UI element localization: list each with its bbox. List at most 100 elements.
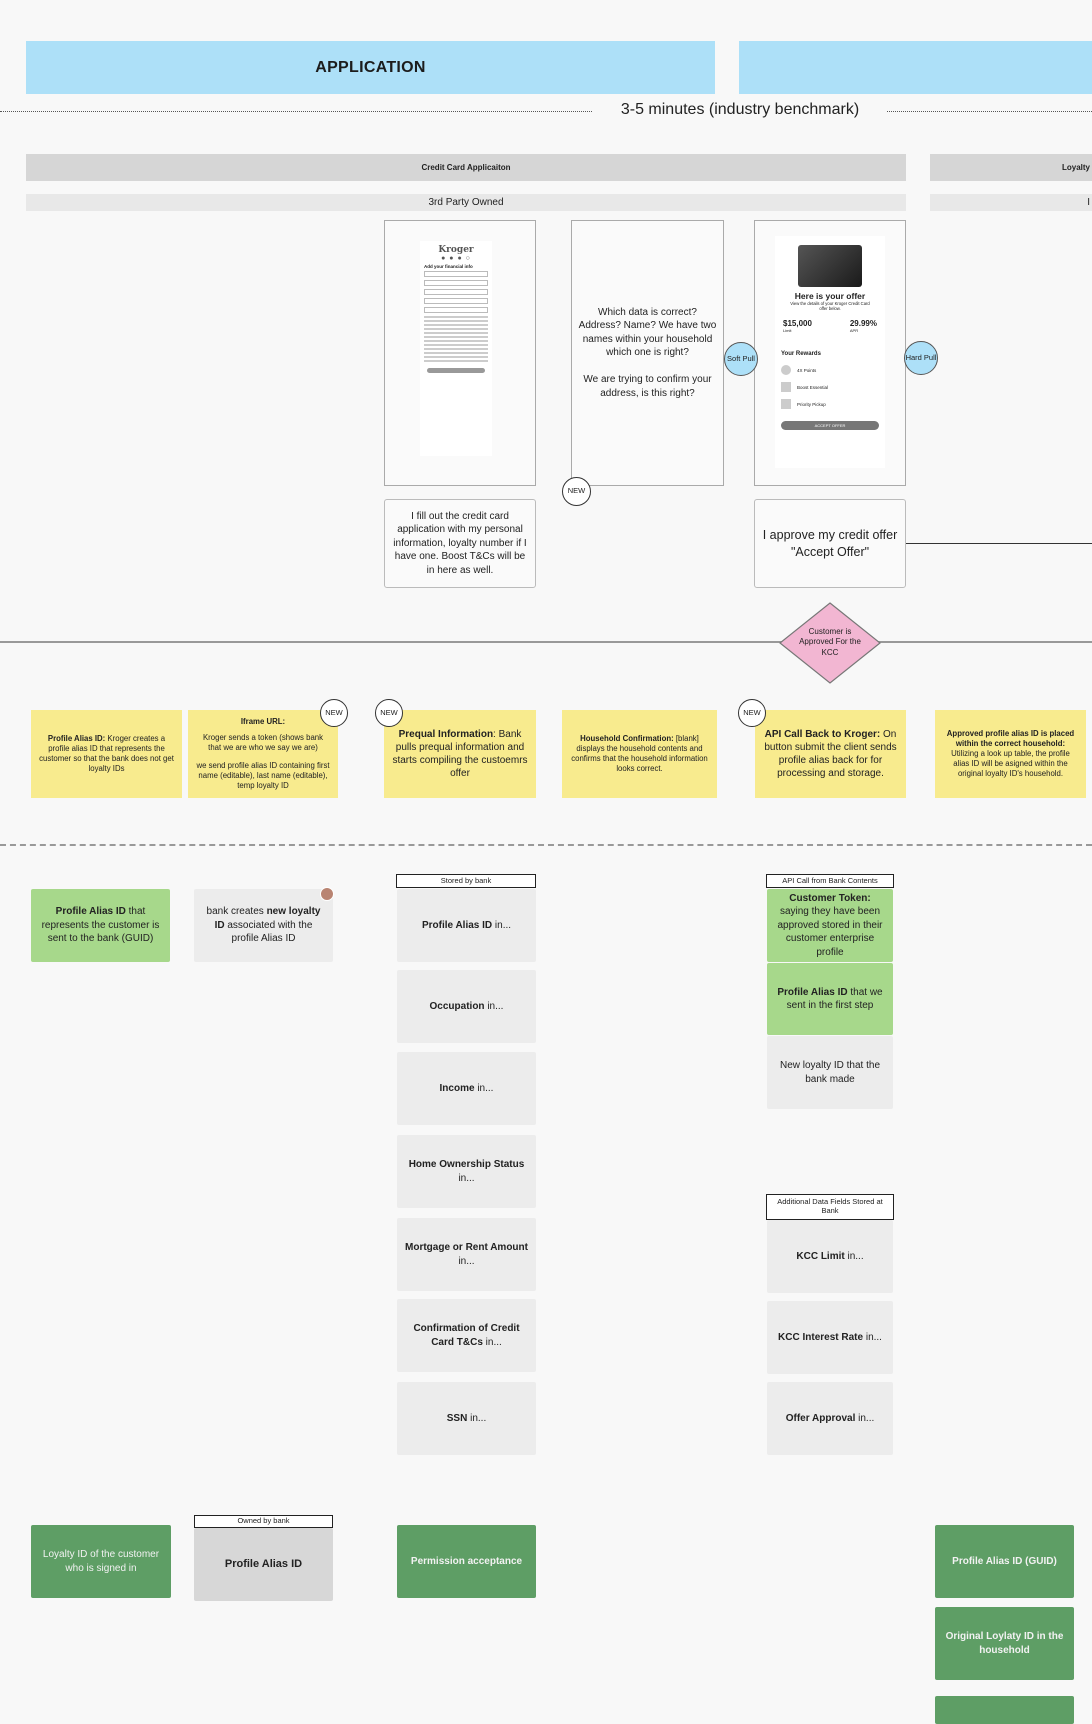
decision-label: Customer is Approved For the KCC xyxy=(799,627,861,657)
apr-label: APR xyxy=(849,328,859,333)
card-text: saying they have been approved stored in… xyxy=(777,906,883,958)
stored-item-card: Profile Alias ID in... xyxy=(397,889,536,962)
card-text: in... xyxy=(855,1412,875,1424)
card-title: SSN xyxy=(446,1412,468,1424)
sticky-title: Profile Alias ID: xyxy=(47,733,106,743)
profile-alias-owned-card: Profile Alias ID xyxy=(194,1528,333,1601)
kroger-logo: Kroger xyxy=(438,245,474,255)
additional-fields-tag: Additional Data Fields Stored at Bank xyxy=(766,1194,894,1220)
sticky-household-confirmation: Household Confirmation: [blank] displays… xyxy=(562,710,717,798)
form-field xyxy=(424,271,488,277)
decision-diamond-shape xyxy=(779,602,881,684)
stored-item-card: Income in... xyxy=(397,1052,536,1125)
card-text: in... xyxy=(458,1172,475,1184)
form-field xyxy=(424,307,488,313)
new-badge: NEW xyxy=(738,699,766,727)
reward-row: Boost Essential xyxy=(781,382,879,392)
new-loyalty-card: New loyalty ID that the bank made xyxy=(767,1036,893,1109)
sticky-text: Utilizing a look up table, the profile a… xyxy=(951,748,1070,779)
connector-line xyxy=(906,543,1092,544)
reward-label: Priority Pickup xyxy=(797,401,826,407)
sticky-approved-alias: Approved profile alias ID is placed with… xyxy=(935,710,1086,798)
card-title: KCC Limit xyxy=(796,1250,845,1262)
sticky-text: [blank] displays the household contents … xyxy=(571,733,708,774)
additional-item-card: KCC Limit in... xyxy=(767,1220,893,1293)
offer-screen: Here is your offer View the details of y… xyxy=(754,220,906,486)
form-text-line xyxy=(424,328,488,330)
form-text-line xyxy=(424,360,488,362)
card-title: Profile Alias ID xyxy=(777,986,848,998)
sticky-title: Prequal Information xyxy=(398,729,494,740)
offer-limit: $15,000 xyxy=(783,319,812,328)
offer-subtitle: View the details of your Kroger Credit C… xyxy=(790,301,870,311)
step-dots: ● ● ● ○ xyxy=(441,255,471,262)
card-text: in... xyxy=(492,919,512,931)
form-text-line xyxy=(424,356,488,358)
profile-alias-step-card: Profile Alias ID that we sent in the fir… xyxy=(767,963,893,1035)
fill-application-note: I fill out the credit card application w… xyxy=(384,499,536,588)
form-text-line xyxy=(424,332,488,334)
card-title: new loyalty ID xyxy=(214,906,321,931)
reward-label: 4X Points xyxy=(797,367,817,373)
household-question-screen: Which data is correct? Address? Name? We… xyxy=(571,220,724,486)
sticky-api-callback: API Call Back to Kroger: On button submi… xyxy=(755,710,906,798)
rewards-title: Your Rewards xyxy=(781,351,821,357)
additional-item-card: KCC Interest Rate in... xyxy=(767,1301,893,1374)
form-text-line xyxy=(424,320,488,322)
stored-by-bank-tag: Stored by bank xyxy=(396,874,536,888)
card-text: bank creates xyxy=(206,906,267,918)
sticky-iframe-url: Iframe URL: Kroger sends a token (shows … xyxy=(188,710,338,798)
sticky-title: Iframe URL: xyxy=(240,716,286,726)
new-badge: NEW xyxy=(562,477,591,506)
profile-guid-card: Profile Alias ID (GUID) xyxy=(935,1525,1074,1598)
card-text: in... xyxy=(467,1412,487,1424)
benchmark-label: 3-5 minutes (industry benchmark) xyxy=(620,101,860,118)
sticky-title: API Call Back to Kroger: xyxy=(764,729,881,740)
sticky-text: Kroger sends a token (shows bank that we… xyxy=(202,732,324,752)
sticky-prequal: Prequal Information: Bank pulls prequal … xyxy=(384,710,536,798)
comment-marker xyxy=(320,887,334,901)
benchmark-line-left xyxy=(0,111,592,112)
card-text: associated with the profile Alias ID xyxy=(224,919,313,945)
form-field xyxy=(424,280,488,286)
card-title: Home Ownership Status xyxy=(408,1159,525,1170)
owned-by-bank-tag: Owned by bank xyxy=(194,1515,333,1528)
card-title: Offer Approval xyxy=(785,1412,856,1424)
form-text-line xyxy=(424,340,488,342)
dashed-divider xyxy=(0,844,1092,846)
new-badge: NEW xyxy=(375,699,403,727)
decision-diamond xyxy=(779,602,881,684)
sticky-text: we send profile alias ID containing firs… xyxy=(196,761,330,791)
card-text: in... xyxy=(482,1336,502,1348)
offer-apr: 29.99% xyxy=(849,319,877,328)
card-title: Customer Token: xyxy=(789,892,871,904)
form-text-line xyxy=(424,352,488,354)
accept-offer-button: ACCEPT OFFER xyxy=(781,421,879,430)
boost-icon xyxy=(781,382,791,392)
bottom-card-partial xyxy=(935,1696,1074,1724)
next-ownership-bar: I xyxy=(930,194,1092,211)
card-title: KCC Interest Rate xyxy=(778,1331,864,1343)
card-title: Income xyxy=(439,1082,475,1094)
permission-acceptance-card: Permission acceptance xyxy=(397,1525,536,1598)
form-field xyxy=(424,298,488,304)
sticky-text: : Bank pulls prequal information and sta… xyxy=(392,729,528,779)
card-text: in... xyxy=(474,1082,494,1094)
sticky-title: Approved profile alias ID is placed with… xyxy=(946,728,1075,748)
points-icon xyxy=(781,365,791,375)
profile-alias-sent-card: Profile Alias ID that represents the cus… xyxy=(31,889,170,962)
card-title: Profile Alias ID xyxy=(421,919,493,931)
card-title: Occupation xyxy=(429,1000,485,1012)
card-text: in... xyxy=(484,1000,504,1012)
form-text-line xyxy=(424,324,488,326)
form-mockup: Kroger ● ● ● ○ Add your financial info xyxy=(420,241,492,456)
next-phase-header xyxy=(739,41,1092,94)
section-title-bar: Credit Card Applicaiton xyxy=(26,154,906,181)
loyalty-signed-in-card: Loyalty ID of the customer who is signed… xyxy=(31,1525,171,1598)
card-title: Mortgage or Rent Amount xyxy=(405,1242,528,1253)
hard-pull-badge: Hard Pull xyxy=(904,341,938,375)
card-text: in... xyxy=(458,1255,475,1267)
sticky-text: On button submit the client sends profil… xyxy=(764,729,897,779)
form-text-line xyxy=(424,316,488,318)
